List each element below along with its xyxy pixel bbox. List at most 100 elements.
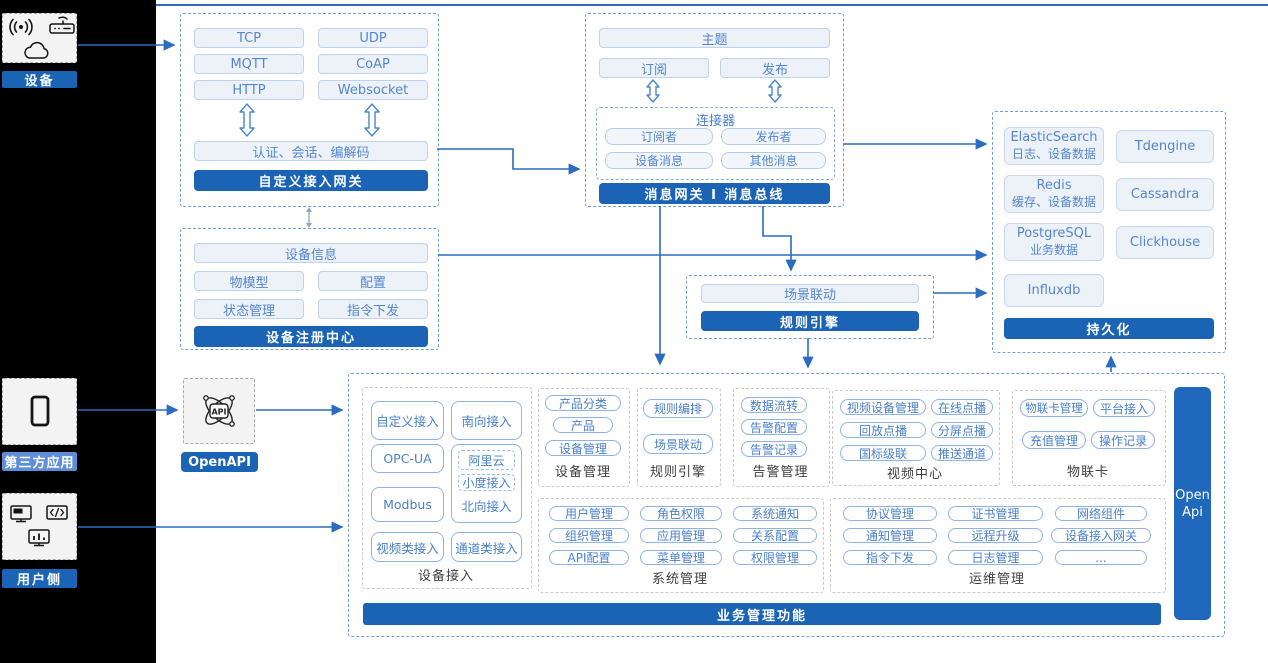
network-component-button[interactable]: 网络组件 <box>1055 506 1147 521</box>
connector-device-message[interactable]: 设备消息 <box>605 152 713 169</box>
org-mgmt-button[interactable]: 组织管理 <box>549 528 629 543</box>
rule-engine-box: 场景联动 规则引擎 <box>686 275 934 339</box>
online-play-button[interactable]: 在线点播 <box>931 399 993 415</box>
rule-engine-label: 规则引擎 <box>649 464 706 480</box>
platform-access-button[interactable]: 平台接入 <box>1093 399 1155 417</box>
protocol-websocket[interactable]: Websocket <box>318 80 428 100</box>
device-access-label: 设备接入 <box>417 568 474 584</box>
protocol-mqtt[interactable]: MQTT <box>194 54 304 74</box>
command-dispatch-pill[interactable]: 指令下发 <box>843 550 937 565</box>
db-influxdb[interactable]: Influxdb <box>1004 274 1104 307</box>
svg-text:API: API <box>211 408 226 417</box>
connector-title: 连接器 <box>695 114 735 129</box>
role-permission-button[interactable]: 角色权限 <box>640 506 722 521</box>
product-button[interactable]: 产品 <box>553 417 613 433</box>
db-redis[interactable]: Redis 缓存、设备数据 <box>1004 175 1104 213</box>
cloud-icon <box>24 41 49 59</box>
db-cassandra[interactable]: Cassandra <box>1116 178 1214 211</box>
south-access-button[interactable]: 南向接入 <box>451 401 522 440</box>
ops-more-button[interactable]: ... <box>1055 550 1147 565</box>
relation-config-button[interactable]: 关系配置 <box>733 528 817 543</box>
operation-record-button[interactable]: 操作记录 <box>1091 431 1155 449</box>
connector-subscriber[interactable]: 订阅者 <box>605 128 713 145</box>
menu-mgmt-button[interactable]: 菜单管理 <box>640 550 722 565</box>
protocol-http[interactable]: HTTP <box>194 80 304 100</box>
command-dispatch-button[interactable]: 指令下发 <box>318 299 428 319</box>
protocol-coap[interactable]: CoAP <box>318 54 428 74</box>
remote-upgrade-button[interactable]: 远程升级 <box>948 528 1043 543</box>
alarm-label: 告警管理 <box>752 464 809 480</box>
openapi-icon-box: API <box>183 378 255 444</box>
api-config-button[interactable]: API配置 <box>549 550 629 565</box>
db-postgresql[interactable]: PostgreSQL 业务数据 <box>1004 223 1104 261</box>
ops-mgmt-label: 运维管理 <box>968 571 1025 587</box>
channel-access-button[interactable]: 通道类接入 <box>451 532 522 562</box>
alarm-config-button[interactable]: 告警配置 <box>741 419 807 435</box>
device-access-gateway-button[interactable]: 设备接入网关 <box>1051 528 1151 543</box>
scene-linkage-button[interactable]: 场景联动 <box>701 284 919 303</box>
phone-icon <box>30 395 49 426</box>
scene-linkage-pill[interactable]: 场景联动 <box>643 434 713 454</box>
product-category-button[interactable]: 产品分类 <box>545 395 621 411</box>
custom-access-button[interactable]: 自定义接入 <box>371 401 444 440</box>
db-elasticsearch[interactable]: ElasticSearch 日志、设备数据 <box>1004 127 1104 165</box>
device-info-button[interactable]: 设备信息 <box>194 243 428 263</box>
rule-engine-title: 规则引擎 <box>701 311 919 331</box>
iot-card-mgmt-button[interactable]: 物联卡管理 <box>1020 399 1088 417</box>
log-mgmt-button[interactable]: 日志管理 <box>948 550 1043 565</box>
north-access-group[interactable]: 阿里云 小度接入 北向接入 <box>451 444 522 523</box>
protocol-mgmt-button[interactable]: 协议管理 <box>843 506 937 521</box>
video-device-mgmt-button[interactable]: 视频设备管理 <box>840 399 926 415</box>
config-button[interactable]: 配置 <box>318 271 428 291</box>
recharge-mgmt-button[interactable]: 充值管理 <box>1022 431 1086 449</box>
subscribe-button[interactable]: 订阅 <box>599 58 709 78</box>
db-tdengine[interactable]: Tdengine <box>1116 130 1214 163</box>
connector-other-message[interactable]: 其他消息 <box>721 152 826 169</box>
system-notice-button[interactable]: 系统通知 <box>733 506 817 521</box>
rule-orchestration-button[interactable]: 规则编排 <box>643 399 713 418</box>
device-registry-title: 设备注册中心 <box>194 326 428 347</box>
router-icon <box>49 16 75 34</box>
split-screen-button[interactable]: 分屏点播 <box>931 422 993 438</box>
message-bus-title: 消息网关 I 消息总线 <box>599 183 830 204</box>
business-title: 业务管理功能 <box>363 603 1161 625</box>
north-access-label: 北向接入 <box>461 499 512 514</box>
connector-box: 连接器 订阅者 发布者 设备消息 其他消息 <box>596 107 835 180</box>
device-icons-box <box>2 13 77 63</box>
custom-gateway-box: TCP UDP MQTT CoAP HTTP Websocket 认证、会话、编… <box>180 13 439 207</box>
user-side-label: 用户侧 <box>2 569 77 588</box>
signal-icon <box>9 18 33 36</box>
video-center-label: 视频中心 <box>886 466 943 482</box>
protocol-tcp[interactable]: TCP <box>194 28 304 48</box>
user-mgmt-button[interactable]: 用户管理 <box>549 506 629 521</box>
gb-cascade-button[interactable]: 国标级联 <box>840 445 926 461</box>
alarm-record-button[interactable]: 告警记录 <box>741 441 807 457</box>
top-accent-line <box>156 4 1268 6</box>
cert-mgmt-button[interactable]: 证书管理 <box>948 506 1043 521</box>
protocol-udp[interactable]: UDP <box>318 28 428 48</box>
playback-button[interactable]: 回放点播 <box>840 422 926 438</box>
open-api-bar: Open Api <box>1174 387 1211 620</box>
iot-card-label: 物联卡 <box>1066 464 1109 480</box>
opcua-button[interactable]: OPC-UA <box>371 444 444 473</box>
xiaodu-access-button[interactable]: 小度接入 <box>458 474 515 491</box>
topic-button[interactable]: 主题 <box>599 28 830 48</box>
system-mgmt-label: 系统管理 <box>651 571 708 587</box>
thing-model-button[interactable]: 物模型 <box>194 271 304 291</box>
push-channel-button[interactable]: 推送通道 <box>931 445 993 461</box>
db-clickhouse[interactable]: Clickhouse <box>1116 226 1214 259</box>
modbus-button[interactable]: Modbus <box>371 487 444 522</box>
status-mgmt-button[interactable]: 状态管理 <box>194 299 304 319</box>
message-bus-box: 主题 订阅 发布 连接器 订阅者 发布者 设备消息 其他消息 消息网关 I 消息… <box>585 13 844 207</box>
connector-publisher[interactable]: 发布者 <box>721 128 826 145</box>
aliyun-button[interactable]: 阿里云 <box>458 450 515 470</box>
notice-mgmt-button[interactable]: 通知管理 <box>843 528 937 543</box>
permission-mgmt-button[interactable]: 权限管理 <box>733 550 817 565</box>
app-mgmt-button[interactable]: 应用管理 <box>640 528 722 543</box>
data-flow-button[interactable]: 数据流转 <box>741 397 807 413</box>
video-access-button[interactable]: 视频类接入 <box>371 532 444 562</box>
device-registry-box: 设备信息 物模型 配置 状态管理 指令下发 设备注册中心 <box>180 228 439 350</box>
device-mgmt-button[interactable]: 设备管理 <box>545 440 621 456</box>
publish-button[interactable]: 发布 <box>720 58 830 78</box>
persistence-title: 持久化 <box>1004 318 1214 339</box>
